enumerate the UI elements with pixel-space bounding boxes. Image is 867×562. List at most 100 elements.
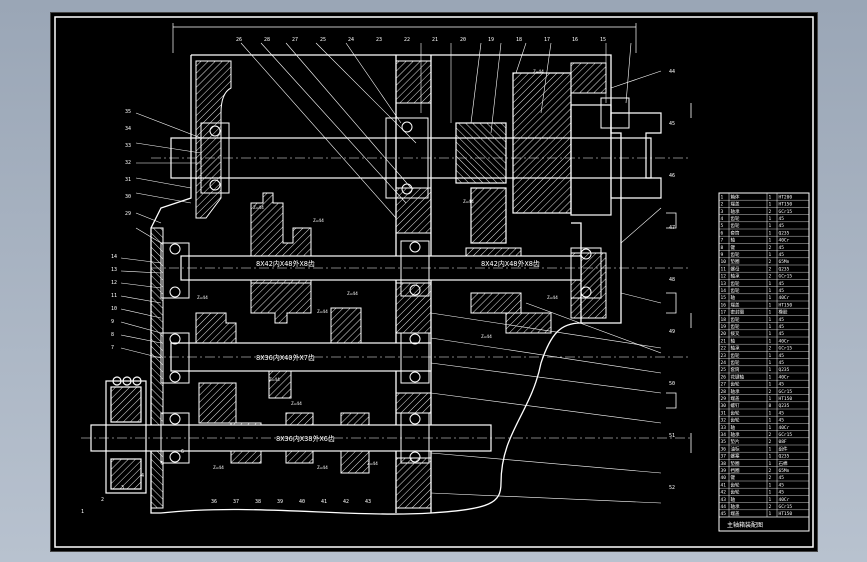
- table-cell: 螺钉: [731, 402, 740, 409]
- table-cell: 08F: [779, 439, 787, 445]
- table-cell: 5: [721, 223, 724, 229]
- table-cell: GCr15: [779, 504, 793, 510]
- callout-number: 41: [321, 499, 327, 505]
- assembly-drawing: 2628272524232221201918171615353433323130…: [54, 16, 814, 548]
- gear-label: Z=44: [547, 295, 558, 301]
- table-cell: 39: [721, 468, 727, 474]
- table-cell: 36: [721, 446, 727, 452]
- gear-label: Z=44: [269, 377, 280, 383]
- callout-number: 43: [365, 499, 371, 505]
- callout-number: 51: [669, 433, 675, 439]
- parts-list-frame: [718, 192, 810, 532]
- table-cell: 45: [779, 252, 785, 258]
- callout-number: 19: [488, 37, 494, 43]
- table-cell: 1: [769, 353, 772, 359]
- table-cell: 1: [769, 454, 772, 460]
- table-cell: HT150: [779, 396, 793, 402]
- table-cell: 端盖: [731, 201, 740, 208]
- callout-number: 44: [669, 69, 675, 75]
- callout-number: 6: [181, 449, 184, 455]
- table-cell: 16: [721, 302, 727, 308]
- table-cell: 1: [769, 324, 772, 330]
- table-cell: 1: [769, 410, 772, 416]
- table-cell: 2: [769, 245, 772, 251]
- table-cell: 45: [779, 353, 785, 359]
- table-cell: 螺母: [731, 265, 740, 272]
- input-coupling: [105, 376, 147, 494]
- table-cell: 23: [721, 353, 727, 359]
- table-cell: 密封圈: [731, 309, 745, 316]
- callout-number: 8: [111, 332, 114, 338]
- callout-number: 39: [277, 499, 283, 505]
- table-cell: 44: [721, 504, 727, 510]
- table-cell: 1: [769, 238, 772, 244]
- table-cell: 键: [731, 474, 736, 481]
- table-cell: 1: [769, 252, 772, 258]
- table-cell: 21: [721, 338, 727, 344]
- right-callout-tags: [666, 103, 692, 453]
- table-cell: 45: [779, 324, 785, 330]
- gear-label: Z=44: [533, 69, 544, 75]
- callout-number: 3: [121, 485, 124, 491]
- callout-number: 25: [320, 37, 326, 43]
- callout-number: 52: [669, 485, 675, 491]
- callout-number: 35: [125, 109, 131, 115]
- table-cell: 1: [769, 446, 772, 452]
- callout-number: 27: [292, 37, 298, 43]
- gear-label: Z=44: [313, 218, 324, 224]
- table-cell: 轴承: [731, 503, 740, 510]
- callout-number: 48: [669, 277, 675, 283]
- table-cell: 45: [721, 511, 727, 517]
- table-cell: 1: [769, 310, 772, 316]
- table-cell: 1: [769, 418, 772, 424]
- table-cell: 1: [769, 511, 772, 517]
- table-cell: 24: [721, 360, 727, 366]
- gear-label: Z=44: [317, 465, 328, 471]
- table-cell: 齿轮: [731, 409, 740, 416]
- callout-number: 45: [669, 121, 675, 127]
- table-cell: 1: [769, 382, 772, 388]
- callout-number: 50: [669, 381, 675, 387]
- table-cell: 齿轮: [731, 287, 740, 294]
- table-cell: HT200: [779, 194, 793, 200]
- table-cell: 轴承: [731, 208, 740, 215]
- shaft-label-3: 8X36内X40外X7齿: [256, 353, 315, 362]
- table-cell: 齿轮: [731, 481, 740, 488]
- table-cell: 2: [769, 389, 772, 395]
- table-cell: 套筒: [731, 366, 740, 373]
- table-cell: 1: [721, 194, 724, 200]
- table-cell: 32: [721, 418, 727, 424]
- table-cell: 45: [779, 490, 785, 496]
- table-cell: 45: [779, 281, 785, 287]
- callout-number: 1: [81, 509, 84, 515]
- table-cell: 1: [769, 230, 772, 236]
- table-cell: 垫圈: [731, 460, 740, 467]
- table-cell: 22: [721, 346, 727, 352]
- table-cell: 轴承: [731, 273, 740, 280]
- callout-number: 37: [233, 499, 239, 505]
- table-cell: 齿轮: [731, 316, 740, 323]
- callout-number: 28: [264, 37, 270, 43]
- callout-number: 34: [125, 126, 131, 132]
- callout-number: 13: [111, 267, 117, 273]
- table-cell: Q235: [779, 403, 790, 409]
- table-cell: 65Mn: [779, 468, 790, 474]
- table-cell: 轴: [731, 424, 736, 431]
- table-cell: 齿轮: [731, 215, 740, 222]
- callout-number: 10: [111, 306, 117, 312]
- table-cell: 齿轮: [731, 381, 740, 388]
- callout-number: 49: [669, 329, 675, 335]
- callout-number: 23: [376, 37, 382, 43]
- table-cell: 1: [769, 425, 772, 431]
- table-cell: 6: [721, 230, 724, 236]
- table-cell: 19: [721, 324, 727, 330]
- table-cell: 28: [721, 389, 727, 395]
- gear-label: Z=44: [213, 465, 224, 471]
- table-cell: 33: [721, 425, 727, 431]
- table-cell: 1: [769, 202, 772, 208]
- table-cell: 15: [721, 295, 727, 301]
- table-cell: GCr15: [779, 389, 793, 395]
- gear-label: Z=44: [317, 309, 328, 315]
- callout-number: 7: [111, 345, 114, 351]
